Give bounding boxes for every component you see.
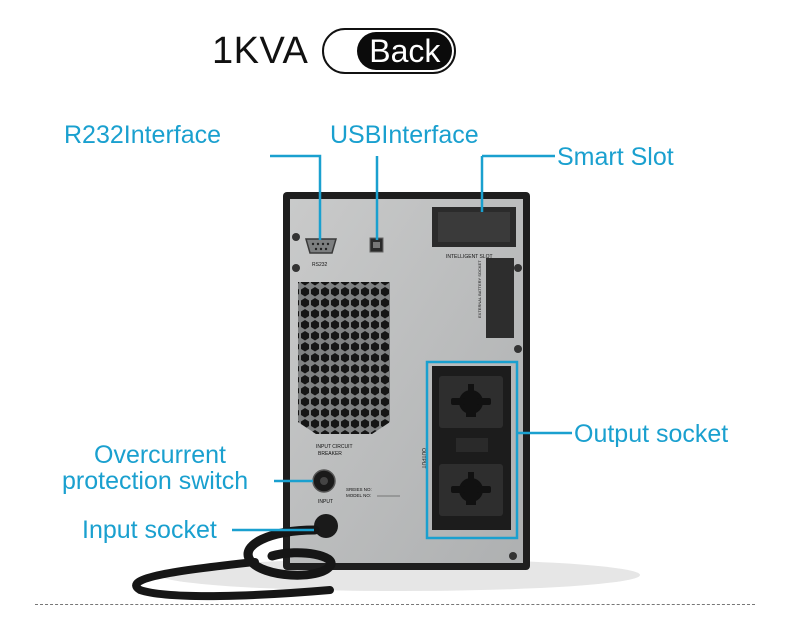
callout-lines [232, 154, 572, 540]
breaker-label-line1: INPUT CIRCUIT [316, 444, 353, 450]
external-battery-label: EXTERNAL BATTERY SOCKET [477, 260, 482, 318]
callout-input-socket: Input socket [82, 516, 217, 544]
series-no-label: SREIES NO: [346, 487, 372, 492]
intelligent-slot-label: INTELLIGENT SLOT [446, 254, 493, 260]
callout-usb-interface: USBInterface [330, 121, 479, 149]
input-plug [314, 514, 338, 538]
callout-rs232-interface: R232Interface [64, 121, 222, 149]
callout-overcurrent-line2: protection switch [62, 467, 249, 495]
rs232-port [305, 238, 337, 254]
header: 1KVA Back [212, 26, 457, 76]
page-title: 1KVA [212, 29, 309, 72]
screw-icon [292, 264, 300, 272]
callout-smart-slot: Smart Slot [557, 143, 674, 171]
breaker-label-line2: BREAKER [318, 451, 342, 457]
divider [35, 604, 755, 605]
back-button-label[interactable]: Back [357, 32, 453, 70]
screw-icon [514, 345, 522, 353]
output-label: OUTPUT [420, 448, 426, 469]
external-battery-socket [486, 258, 514, 338]
screw-icon [514, 264, 522, 272]
callout-output-socket: Output socket [574, 420, 729, 448]
callout-overcurrent-line1: Overcurrent [94, 441, 226, 469]
rs232-port-label: RS232 [312, 262, 328, 268]
power-cable [243, 525, 336, 580]
model-no-label: MODEL NO: [346, 493, 371, 498]
screw-icon [292, 233, 300, 241]
back-toggle-button[interactable]: Back [322, 28, 457, 74]
screw-icon [509, 552, 517, 560]
input-label: INPUT [318, 499, 333, 505]
